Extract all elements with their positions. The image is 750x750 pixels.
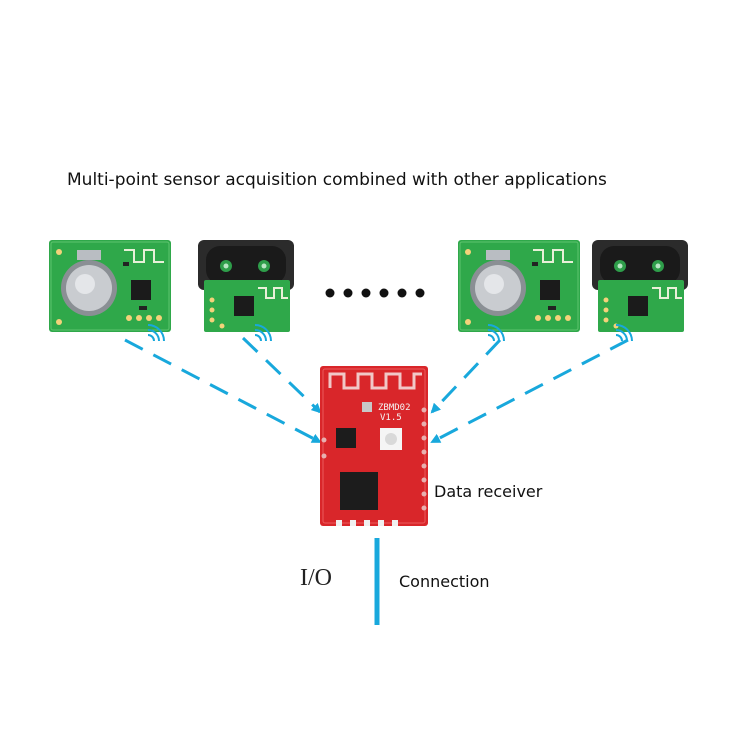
arrow-sensor-4 <box>430 338 629 444</box>
sensor-module-1 <box>48 239 172 333</box>
ellipsis-dots <box>325 288 425 298</box>
receiver-marking-model: ZBMD02 <box>378 403 411 413</box>
io-label: I/O <box>300 565 332 591</box>
diagram-title: Multi-point sensor acquisition combined … <box>67 170 607 190</box>
arrow-sensor-1 <box>124 338 322 444</box>
receiver-module: ZBMD02 V1.5 <box>320 366 428 526</box>
connection-label: Connection <box>399 572 490 591</box>
sensor-module-4 <box>591 239 689 333</box>
sensor-module-3 <box>457 239 581 333</box>
arrow-sensor-3 <box>430 338 502 414</box>
receiver-marking-version: V1.5 <box>380 413 402 423</box>
data-flow-arrows <box>124 336 629 444</box>
sensor-module-2 <box>197 239 295 333</box>
data-receiver-label: Data receiver <box>434 482 543 501</box>
arrow-sensor-2 <box>241 336 322 414</box>
